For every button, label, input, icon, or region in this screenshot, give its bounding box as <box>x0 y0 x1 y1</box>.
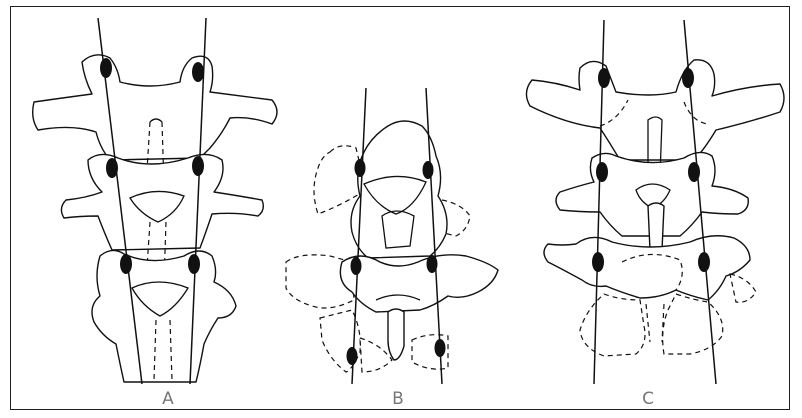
vertebra-c3 <box>544 236 750 300</box>
vertebra-c-outline <box>730 274 756 302</box>
panel-c: C <box>526 20 784 409</box>
pedicle-marker <box>192 156 204 176</box>
vertebra-c-outline <box>580 294 645 356</box>
pedicle-marker <box>106 158 118 178</box>
panel-label-b: B <box>392 389 404 409</box>
pedicle-marker <box>192 62 204 82</box>
pedicle-marker <box>427 255 438 273</box>
panel-b: B <box>286 88 498 409</box>
pedicle-marker <box>598 68 610 88</box>
panel-a: A <box>33 18 277 409</box>
vertebra-a1 <box>33 55 277 160</box>
panel-label-a: A <box>162 389 174 409</box>
vertebra-c1 <box>526 60 784 160</box>
pedicle-marker <box>423 161 434 179</box>
vertebra-a2 <box>61 154 263 250</box>
pedicle-marker <box>351 257 362 275</box>
pedicle-marker <box>698 252 710 272</box>
panel-label-c: C <box>642 389 654 409</box>
vertebra-b1 <box>351 121 447 258</box>
pedicle-marker <box>596 162 608 182</box>
vertebra-b2 <box>340 255 498 312</box>
pedicle-marker <box>592 252 604 272</box>
pedicle-marker <box>188 254 200 274</box>
pedicle-marker <box>682 68 694 88</box>
pedicle-marker <box>435 339 446 357</box>
pedicle-marker <box>100 58 112 78</box>
pedicle-marker <box>355 159 366 177</box>
pedicle-marker <box>688 162 700 182</box>
spinous-process-b <box>388 309 404 360</box>
vertebra-c-outline <box>663 294 723 354</box>
pedicle-marker <box>347 347 358 365</box>
pedicle-marker <box>120 254 132 274</box>
vertebra-a3 <box>92 250 236 382</box>
spinous-process-c <box>648 203 664 253</box>
vertebra-b-outline <box>360 338 392 372</box>
